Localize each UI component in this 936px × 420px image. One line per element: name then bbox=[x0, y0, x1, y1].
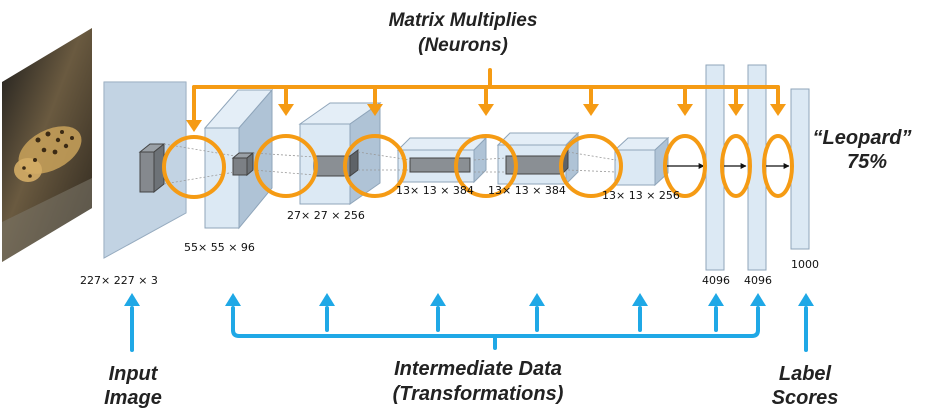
neuron-circle-3 bbox=[343, 134, 407, 198]
neuron-circle-7 bbox=[720, 134, 752, 198]
neuron-circle-2 bbox=[254, 134, 318, 198]
arrow-up-icon bbox=[708, 293, 724, 306]
arrow-up-icon bbox=[750, 293, 766, 306]
neuron-circle-6 bbox=[663, 134, 707, 198]
projection-lines bbox=[163, 143, 617, 185]
arrow-up-icon bbox=[225, 293, 241, 306]
dim-conv3: 13× 13 × 384 bbox=[396, 184, 474, 197]
dim-fc6: 4096 bbox=[702, 274, 730, 287]
neuron-circle-4 bbox=[454, 134, 518, 198]
arrow-up-icon bbox=[430, 293, 446, 306]
orange-arrowheads bbox=[186, 104, 786, 132]
blue-arrowheads bbox=[124, 293, 814, 306]
neuron-circle-8 bbox=[762, 134, 794, 198]
neuron-circles bbox=[162, 134, 794, 199]
title-line2: (Neurons) bbox=[418, 35, 508, 56]
input-label-line1: Input bbox=[109, 363, 159, 385]
title-line1: Matrix Multiplies bbox=[389, 10, 538, 31]
dim-conv1: 55× 55 × 96 bbox=[184, 241, 255, 254]
input-label-line2: Image bbox=[104, 387, 162, 409]
conv1-layer bbox=[203, 88, 274, 230]
conv2-layer bbox=[298, 102, 382, 205]
dim-conv2: 27× 27 × 256 bbox=[287, 209, 365, 222]
conv5-layer bbox=[613, 136, 670, 187]
conv3-layer bbox=[396, 136, 488, 184]
arrow-up-icon bbox=[124, 293, 140, 306]
prediction-label: “Leopard” bbox=[813, 127, 912, 149]
dim-input: 227× 227 × 3 bbox=[80, 274, 158, 287]
output-label-line1: Label bbox=[779, 363, 832, 385]
neuron-circle-1 bbox=[162, 135, 226, 199]
input-receptive-field bbox=[138, 142, 166, 194]
input-image bbox=[2, 28, 92, 262]
arrow-up-icon bbox=[529, 293, 545, 306]
intermediate-label-line1: Intermediate Data bbox=[394, 358, 562, 380]
dim-fc7: 4096 bbox=[744, 274, 772, 287]
dim-fc8: 1000 bbox=[791, 258, 819, 271]
output-label-line2: Scores bbox=[772, 387, 839, 409]
arrow-up-icon bbox=[319, 293, 335, 306]
dim-conv4: 13× 13 × 384 bbox=[488, 184, 566, 197]
intermediate-label-line2: (Transformations) bbox=[393, 383, 564, 405]
arrow-up-icon bbox=[798, 293, 814, 306]
prediction-confidence: 75% bbox=[847, 151, 887, 173]
dim-conv5: 13× 13 × 256 bbox=[602, 189, 680, 202]
matrix-multiplies-bracket bbox=[192, 68, 780, 124]
arrow-up-icon bbox=[632, 293, 648, 306]
blue-arrow-shafts bbox=[130, 306, 808, 352]
conv4-layer bbox=[496, 131, 580, 186]
neuron-circle-5 bbox=[559, 134, 623, 198]
